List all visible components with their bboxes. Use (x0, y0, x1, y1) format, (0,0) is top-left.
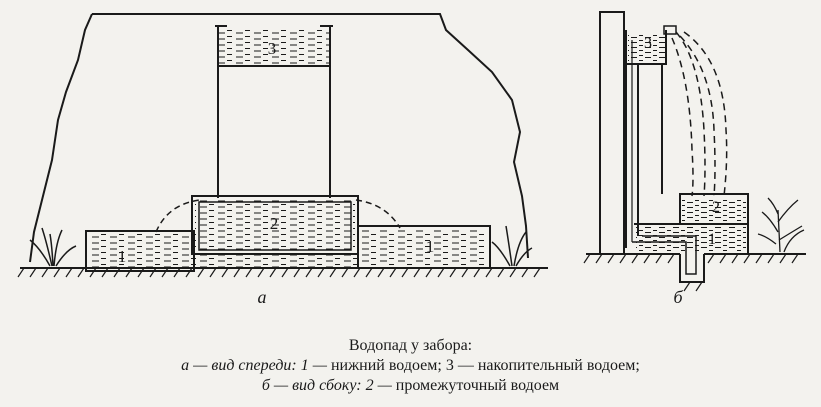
caption-line-a: а — вид спереди: 1 — нижний водоем; 3 — … (0, 356, 821, 376)
label-storage-pool-side: 3 (644, 35, 652, 52)
view-b-letter: б (673, 287, 683, 307)
view-a-letter: а (258, 287, 267, 307)
lower-pool-left (85, 230, 195, 272)
storage-pool (215, 25, 333, 67)
drain-pipe (632, 235, 697, 275)
lower-pool-right (357, 225, 491, 269)
ground-hatch-a (17, 267, 541, 278)
falling-water (671, 31, 728, 197)
label-intermediate-pool-side: 2 (712, 199, 720, 216)
fence-top (92, 13, 529, 259)
intermediate-pool (191, 195, 359, 255)
label-lower-pool-left: 1 (118, 247, 127, 266)
overflow-arc-left (155, 199, 201, 233)
label-lower-pool-side: 1 (708, 231, 716, 248)
storage-pool-side (625, 25, 677, 65)
view-b-side (583, 11, 806, 292)
overflow-arc-right (355, 199, 401, 229)
label-storage-pool: 3 (268, 39, 277, 58)
shrub-icon (757, 197, 805, 253)
caption-title: Водопад у забора: (348, 337, 473, 354)
figure-caption: Водопад у забора: а — вид спереди: 1 — н… (0, 336, 821, 396)
view-a-front (17, 13, 548, 278)
plant-right-icon (491, 225, 533, 267)
caption-line-a-italic: а — вид спереди: 1 — (181, 357, 327, 374)
label-intermediate-pool: 2 (270, 214, 279, 233)
fence-board (599, 11, 625, 255)
caption-line-b-italic: б — вид сбоку: 2 — (261, 377, 392, 394)
caption-line-b-plain: промежуточный водоем (391, 377, 560, 394)
plant-left-icon (29, 227, 77, 267)
ground-hatch-b (583, 253, 799, 292)
fence-outline (29, 13, 93, 263)
caption-line-a-plain: нижний водоем; 3 — накопительный водоем; (326, 357, 640, 374)
caption-line-b: б — вид сбоку: 2 — промежуточный водоем (0, 376, 821, 396)
lower-pool-side (634, 223, 749, 254)
label-lower-pool-right: 1 (426, 237, 435, 256)
